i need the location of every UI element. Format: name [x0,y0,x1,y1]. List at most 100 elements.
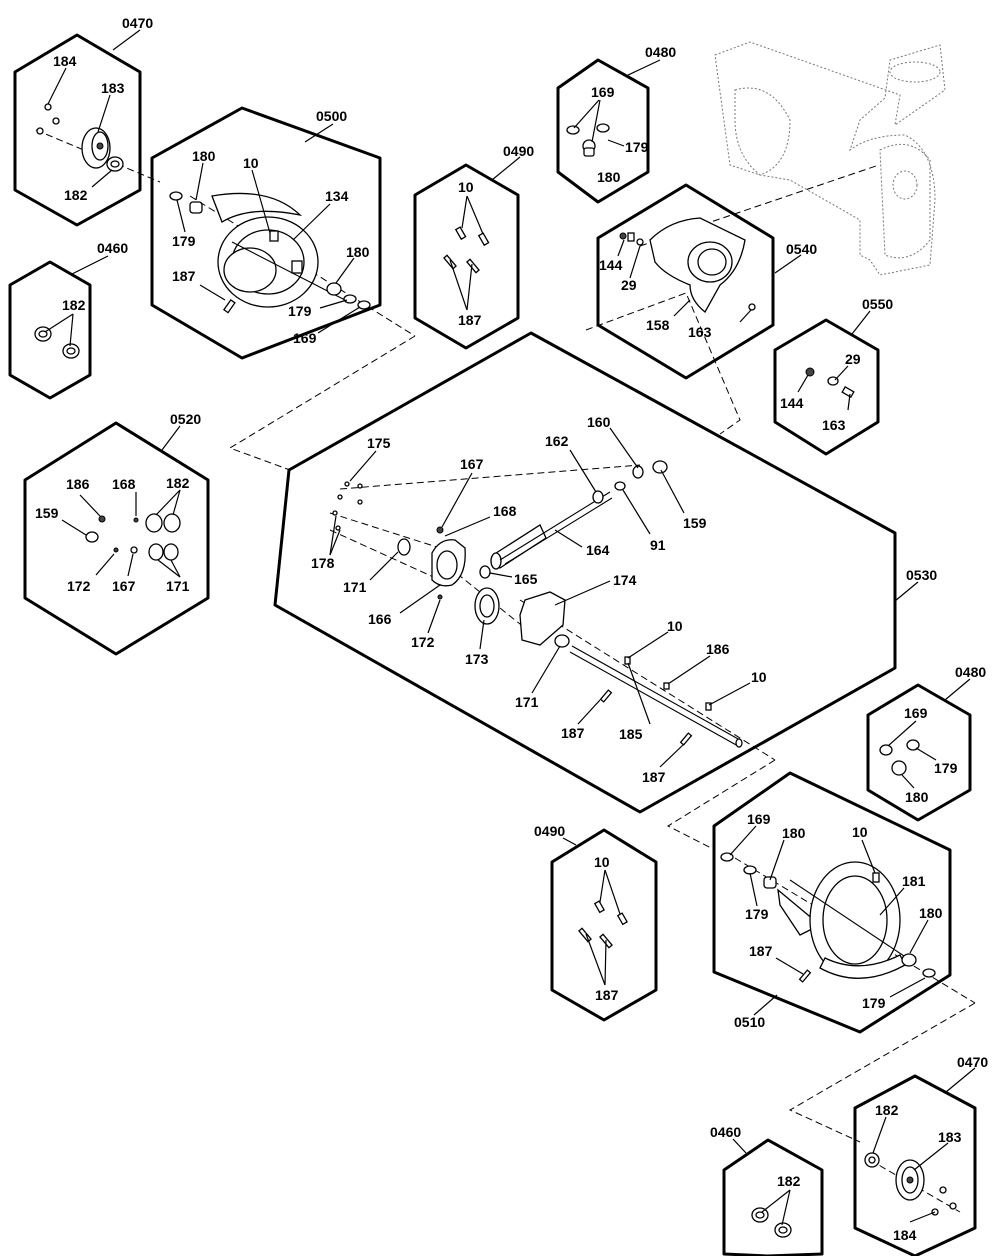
callout-180: 180 [346,244,370,260]
callout-182: 182 [875,1102,899,1118]
callout-187: 187 [642,769,666,785]
callout-160: 160 [587,414,611,430]
callout-144: 144 [780,395,804,411]
callout-180: 180 [192,148,216,164]
callout-10: 10 [458,179,474,195]
callout-169: 169 [293,330,317,346]
callout-169: 169 [747,811,771,827]
callout-168: 168 [493,503,517,519]
group-label-0470-bottom: 0470 [957,1054,988,1070]
group-0460-bottom-parts [751,1207,792,1238]
group-0500-parts [169,191,371,314]
group-0490-bottom-parts [578,900,628,949]
callout-168: 168 [112,476,136,492]
group-0460-top-parts [34,326,80,359]
callout-167: 167 [112,578,136,594]
group-label-leaders [71,29,976,1154]
callout-leader-lines [44,67,949,1226]
callout-186: 186 [706,641,730,657]
group-outline-0500 [150,106,382,360]
callout-10: 10 [243,155,259,171]
callout-172: 172 [67,578,91,594]
callout-174: 174 [613,572,637,588]
callout-179: 179 [745,906,769,922]
callout-181: 181 [902,873,926,889]
group-label-0500: 0500 [316,108,347,124]
callout-185: 185 [619,726,643,742]
group-outline-0460-top [8,260,92,400]
callout-187: 187 [595,987,619,1003]
group-0520-parts [85,513,181,561]
callout-179: 179 [172,233,196,249]
callout-10: 10 [594,854,610,870]
group-outline-0510 [712,771,952,1034]
callout-10: 10 [852,824,868,840]
callout-163: 163 [822,417,846,433]
group-outline-0530 [273,331,897,814]
group-outline-0490-bottom [550,828,658,1022]
group-outline-0460-bottom [722,1138,824,1256]
group-0480-bottom-parts [879,739,920,776]
group-label-0530: 0530 [906,567,937,583]
group-label-0510: 0510 [734,1014,765,1030]
group-label-0460-bottom: 0460 [710,1124,741,1140]
group-outline-0470-bottom [853,1074,977,1256]
group-0510-parts [720,852,936,983]
group-label-0490-bottom: 0490 [534,823,565,839]
group-label-0460-top: 0460 [97,240,128,256]
callout-158: 158 [646,317,670,333]
callout-180: 180 [919,905,943,921]
callout-171: 171 [166,578,190,594]
callout-178: 178 [311,555,335,571]
callout-144: 144 [599,257,623,273]
callout-182: 182 [64,187,88,203]
callout-171: 171 [343,579,367,595]
group-0530-parts [332,460,743,748]
group-0540-parts [619,217,756,313]
callout-173: 173 [465,651,489,667]
callout-182: 182 [62,297,86,313]
callout-180: 180 [782,825,806,841]
group-label-0520: 0520 [170,411,201,427]
callout-159: 159 [683,515,707,531]
callout-165: 165 [514,571,538,587]
group-outline-0490-top [413,163,520,350]
callout-164: 164 [586,542,610,558]
callout-166: 166 [368,611,392,627]
callout-179: 179 [934,760,958,776]
group-0470-bottom-parts [864,1152,957,1216]
group-outline-0480-bottom [866,683,972,822]
group-0490-top-parts [443,226,490,274]
callout-183: 183 [938,1129,962,1145]
callout-159: 159 [35,505,59,521]
callout-187: 187 [561,725,585,741]
callout-182: 182 [777,1173,801,1189]
group-label-0480-bottom: 0480 [955,664,986,680]
callout-29: 29 [621,277,637,293]
callout-163: 163 [688,324,712,340]
group-label-0480-top: 0480 [645,44,676,60]
callout-172: 172 [411,634,435,650]
callout-29: 29 [845,351,861,367]
assembly-dashed-lines [35,129,976,1213]
group-0470-top-parts [36,103,124,172]
callout-184: 184 [53,53,77,69]
group-0480-top-parts [566,123,610,157]
group-label-0470-top: 0470 [122,15,153,31]
callout-169: 169 [591,84,615,100]
group-outline-0520 [23,421,210,656]
callout-162: 162 [545,433,569,449]
callout-180: 180 [597,169,621,185]
callout-10: 10 [751,669,767,685]
group-outline-0550 [773,318,880,456]
group-label-0550: 0550 [862,296,893,312]
callout-167: 167 [460,456,484,472]
group-outline-0480-top [556,58,650,204]
callout-180: 180 [905,789,929,805]
group-outline-0540 [596,183,775,380]
callout-171: 171 [515,694,539,710]
callout-175: 175 [367,435,391,451]
callout-169: 169 [904,705,928,721]
callout-183: 183 [101,80,125,96]
